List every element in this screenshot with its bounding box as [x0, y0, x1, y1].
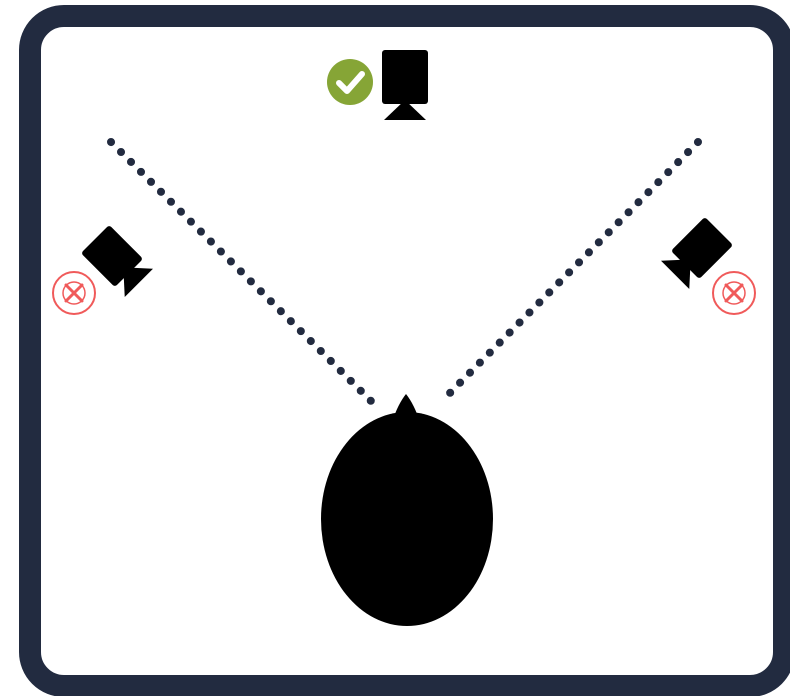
camera-right	[660, 218, 756, 315]
x-mark-icon	[52, 271, 96, 315]
sightline-right	[437, 138, 702, 406]
camera-icon	[82, 226, 154, 298]
sightline-left	[107, 138, 376, 406]
frame-border	[19, 5, 790, 696]
camera-center	[327, 50, 428, 120]
camera-left	[52, 226, 154, 315]
camera-icon	[382, 50, 428, 120]
x-mark-icon	[712, 271, 756, 315]
head-top-view-icon	[321, 394, 493, 626]
checkmark-icon	[327, 59, 373, 105]
camera-icon	[660, 218, 732, 290]
